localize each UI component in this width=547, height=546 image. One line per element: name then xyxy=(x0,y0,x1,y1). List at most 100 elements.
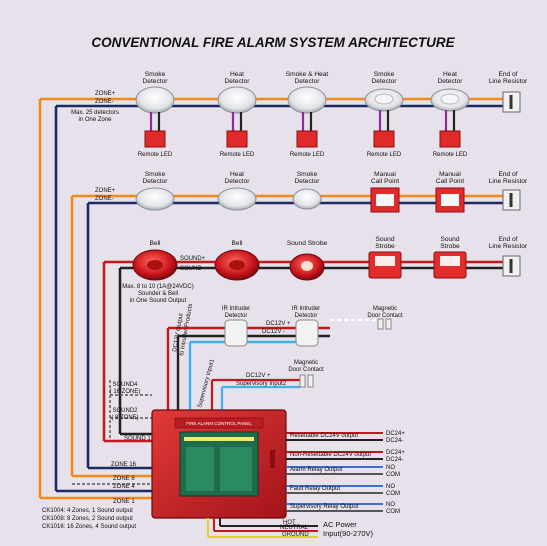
hot-label: HOT xyxy=(283,520,296,526)
svg-text:Magnetic: Magnetic xyxy=(294,360,318,366)
row2-call-point-2: Manual Call Point xyxy=(435,171,465,213)
row3-end-of-line-resistor: End of Line Resistor xyxy=(489,236,528,277)
svg-text:IR Intruder: IR Intruder xyxy=(292,306,320,312)
zone8-label: ZONE 8 xyxy=(113,476,135,482)
svg-text:Door Contact: Door Contact xyxy=(288,367,324,373)
smoke-detector-icon xyxy=(135,187,175,211)
svg-text:Detector: Detector xyxy=(225,178,251,185)
svg-text:Sounder & Bell: Sounder & Bell xyxy=(138,291,178,297)
svg-text:Line Resistor: Line Resistor xyxy=(489,178,528,185)
smoke-detector-icon xyxy=(135,86,175,114)
dc24-minus-2: DC24- xyxy=(386,457,403,463)
model-ck1016: CK1016: 16 Zones, 4 Sound output xyxy=(42,524,136,530)
heat-detector-icon xyxy=(217,86,257,114)
svg-text:Detector: Detector xyxy=(143,178,169,185)
alarm-relay-label: Alarm Relay Output xyxy=(290,467,343,473)
zone1-label: ZONE 1 xyxy=(113,499,135,505)
svg-text:Detector: Detector xyxy=(143,78,169,85)
svg-text:Door Contact: Door Contact xyxy=(367,313,403,319)
svg-text:Smoke: Smoke xyxy=(145,71,166,78)
smoke-heat-detector-icon xyxy=(287,86,327,114)
dc12v-minus-label: DC12V - xyxy=(262,329,285,335)
row2-zone-minus: ZONE- xyxy=(95,196,114,202)
svg-text:Remote LED: Remote LED xyxy=(433,152,468,158)
svg-text:Bell: Bell xyxy=(150,240,162,247)
resettable-output-label: Resettable DC24V output xyxy=(290,433,358,439)
svg-text:Remote LED: Remote LED xyxy=(138,152,173,158)
ir-detector-icon xyxy=(295,319,319,347)
svg-text:Line Resistor: Line Resistor xyxy=(489,243,528,250)
svg-text:Bell: Bell xyxy=(232,240,244,247)
row1-end-of-line-resistor: End of Line Resistor xyxy=(489,71,528,113)
remote-led-icon xyxy=(144,130,166,148)
svg-text:Heat: Heat xyxy=(443,71,457,78)
svg-text:Detector: Detector xyxy=(295,78,321,85)
row1-wiring xyxy=(38,97,508,498)
sound-note: Max. 8 to 10 (1A@24VDC) Sounder & Bell i… xyxy=(122,284,193,304)
door-contact-icon xyxy=(299,374,306,388)
sound-strobe-round: Sound Strobe xyxy=(287,240,328,281)
row2-detector-2: Heat Detector xyxy=(217,171,257,211)
row1-note-line2: in One Zone xyxy=(78,117,112,123)
svg-text:Call Point: Call Point xyxy=(371,178,399,185)
remote-led-icon xyxy=(296,130,318,148)
row2-detector-3: Smoke Detector xyxy=(292,171,322,210)
svg-text:Sound: Sound xyxy=(375,236,394,243)
svg-text:Heat: Heat xyxy=(230,171,244,178)
com-2: COM xyxy=(386,491,400,497)
sound-plus-label: SOUND+ xyxy=(180,256,206,262)
svg-text:Line Resistor: Line Resistor xyxy=(489,78,528,85)
non-resettable-output-label: Non-Resettable DC24V output xyxy=(290,452,371,458)
row1-detector-2: Heat Detector Remote LED xyxy=(217,71,257,158)
svg-text:Detector: Detector xyxy=(225,313,248,319)
heat-detector-icon xyxy=(217,187,257,211)
svg-text:Smoke & Heat: Smoke & Heat xyxy=(286,71,329,78)
ac-power-label: AC Power xyxy=(323,520,357,529)
row2-end-of-line-resistor: End of Line Resistor xyxy=(489,171,528,211)
row1-detector-3: Smoke & Heat Detector Remote LED xyxy=(286,71,329,158)
svg-text:Smoke: Smoke xyxy=(145,171,166,178)
magnetic-door-contact-2: Magnetic Door Contact xyxy=(288,360,324,388)
output-wiring xyxy=(207,432,383,538)
remote-led-icon xyxy=(439,130,461,148)
svg-text:Detector: Detector xyxy=(225,78,251,85)
sound2-label: SOUND2 xyxy=(112,408,138,414)
sound1-label: SOUND 1 xyxy=(124,436,151,442)
svg-text:Call Point: Call Point xyxy=(436,178,464,185)
svg-text:IR Intruder: IR Intruder xyxy=(222,306,250,312)
row1-zone-minus: ZONE- xyxy=(95,99,114,105)
svg-text:Sound Strobe: Sound Strobe xyxy=(287,240,328,247)
key-lock-icon xyxy=(270,450,275,468)
supervisory-input1-label: Supervisory Input1 xyxy=(197,358,216,409)
svg-text:Magnetic: Magnetic xyxy=(373,306,397,312)
svg-text:Detector: Detector xyxy=(295,313,318,319)
svg-text:Strobe: Strobe xyxy=(375,243,395,250)
row1-detector-4: Smoke Detector Remote LED xyxy=(364,71,404,158)
diagram-title: CONVENTIONAL FIRE ALARM SYSTEM ARCHITECT… xyxy=(91,35,455,50)
sound4-sub-label: ( 16 ZONE) xyxy=(110,389,141,395)
sound-minus-label: SOUND- xyxy=(180,266,204,272)
bell-1: Bell xyxy=(132,240,178,281)
zone4-label: ZONE 4 xyxy=(113,484,135,490)
no-1: NO xyxy=(386,465,395,471)
smoke-detector-icon xyxy=(292,188,322,210)
supervisory-relay-label: Supervisory Relay Output xyxy=(290,504,359,510)
sound-strobe-2: Sound Strobe xyxy=(433,236,467,279)
dc24-plus-1: DC24+ xyxy=(386,431,405,437)
panel-feed-wiring xyxy=(40,380,152,500)
svg-text:Detector: Detector xyxy=(438,78,464,85)
svg-text:Smoke: Smoke xyxy=(297,171,318,178)
row1-detector-1: Smoke Detector Remote LED xyxy=(135,71,175,158)
svg-text:in One Sound Output: in One Sound Output xyxy=(130,298,187,304)
svg-text:Max. 8 to 10 (1A@24VDC): Max. 8 to 10 (1A@24VDC) xyxy=(122,284,193,290)
remote-led-icon xyxy=(373,130,395,148)
panel-title: FIRE ALARM CONTROL PANEL xyxy=(186,421,252,426)
fault-relay-label: Fault Relay Output xyxy=(290,486,340,492)
svg-text:Smoke: Smoke xyxy=(374,71,395,78)
ir-intruder-detector-2: IR Intruder Detector xyxy=(292,306,320,347)
dc24-minus-1: DC24- xyxy=(386,438,403,444)
svg-text:Strobe: Strobe xyxy=(440,243,460,250)
svg-text:Manual: Manual xyxy=(439,171,461,178)
sound-strobe-1: Sound Strobe xyxy=(368,236,402,279)
